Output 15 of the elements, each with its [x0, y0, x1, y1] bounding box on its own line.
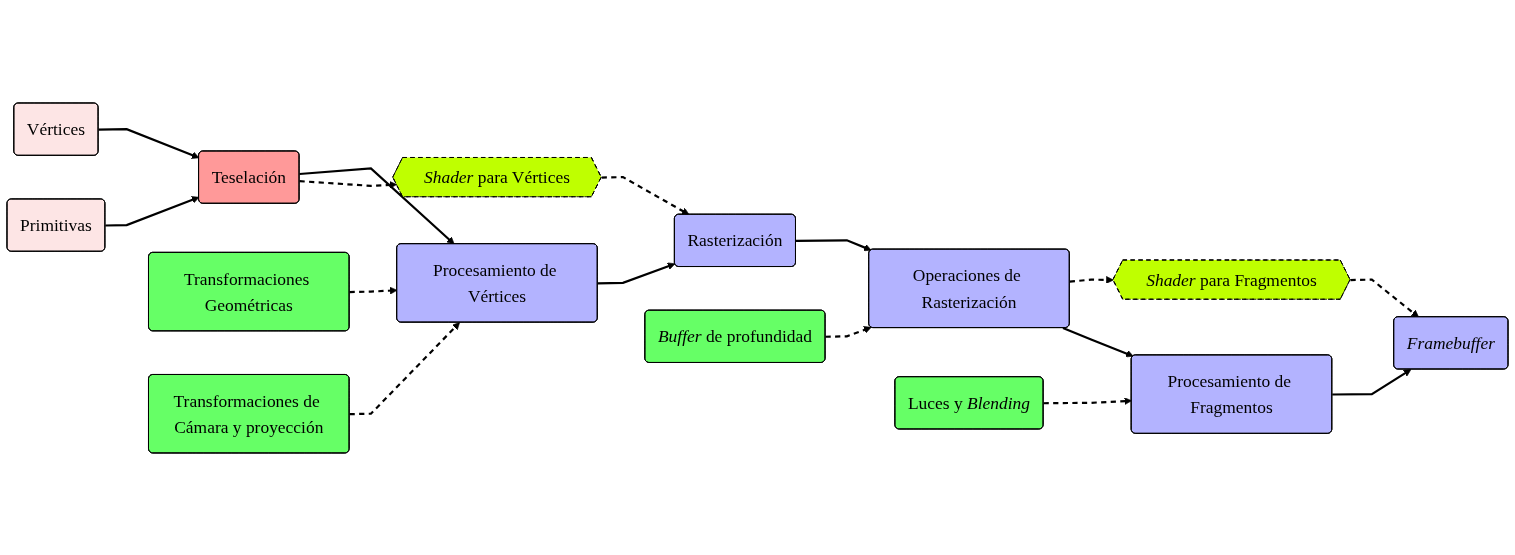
arrow: [349, 321, 460, 415]
arrow: [795, 238, 872, 251]
arrow: [1062, 326, 1134, 357]
arrow: [1350, 278, 1419, 317]
arrow: [349, 286, 398, 294]
arrow: [105, 195, 200, 227]
arrow: [98, 127, 200, 159]
arrow: [601, 175, 690, 215]
arrow: [299, 179, 397, 189]
arrow: [825, 325, 872, 338]
arrow: [597, 262, 676, 284]
arrow: [1332, 368, 1412, 396]
arrow: [299, 166, 455, 244]
arrow: [1069, 275, 1114, 284]
arrow: [1043, 396, 1132, 405]
